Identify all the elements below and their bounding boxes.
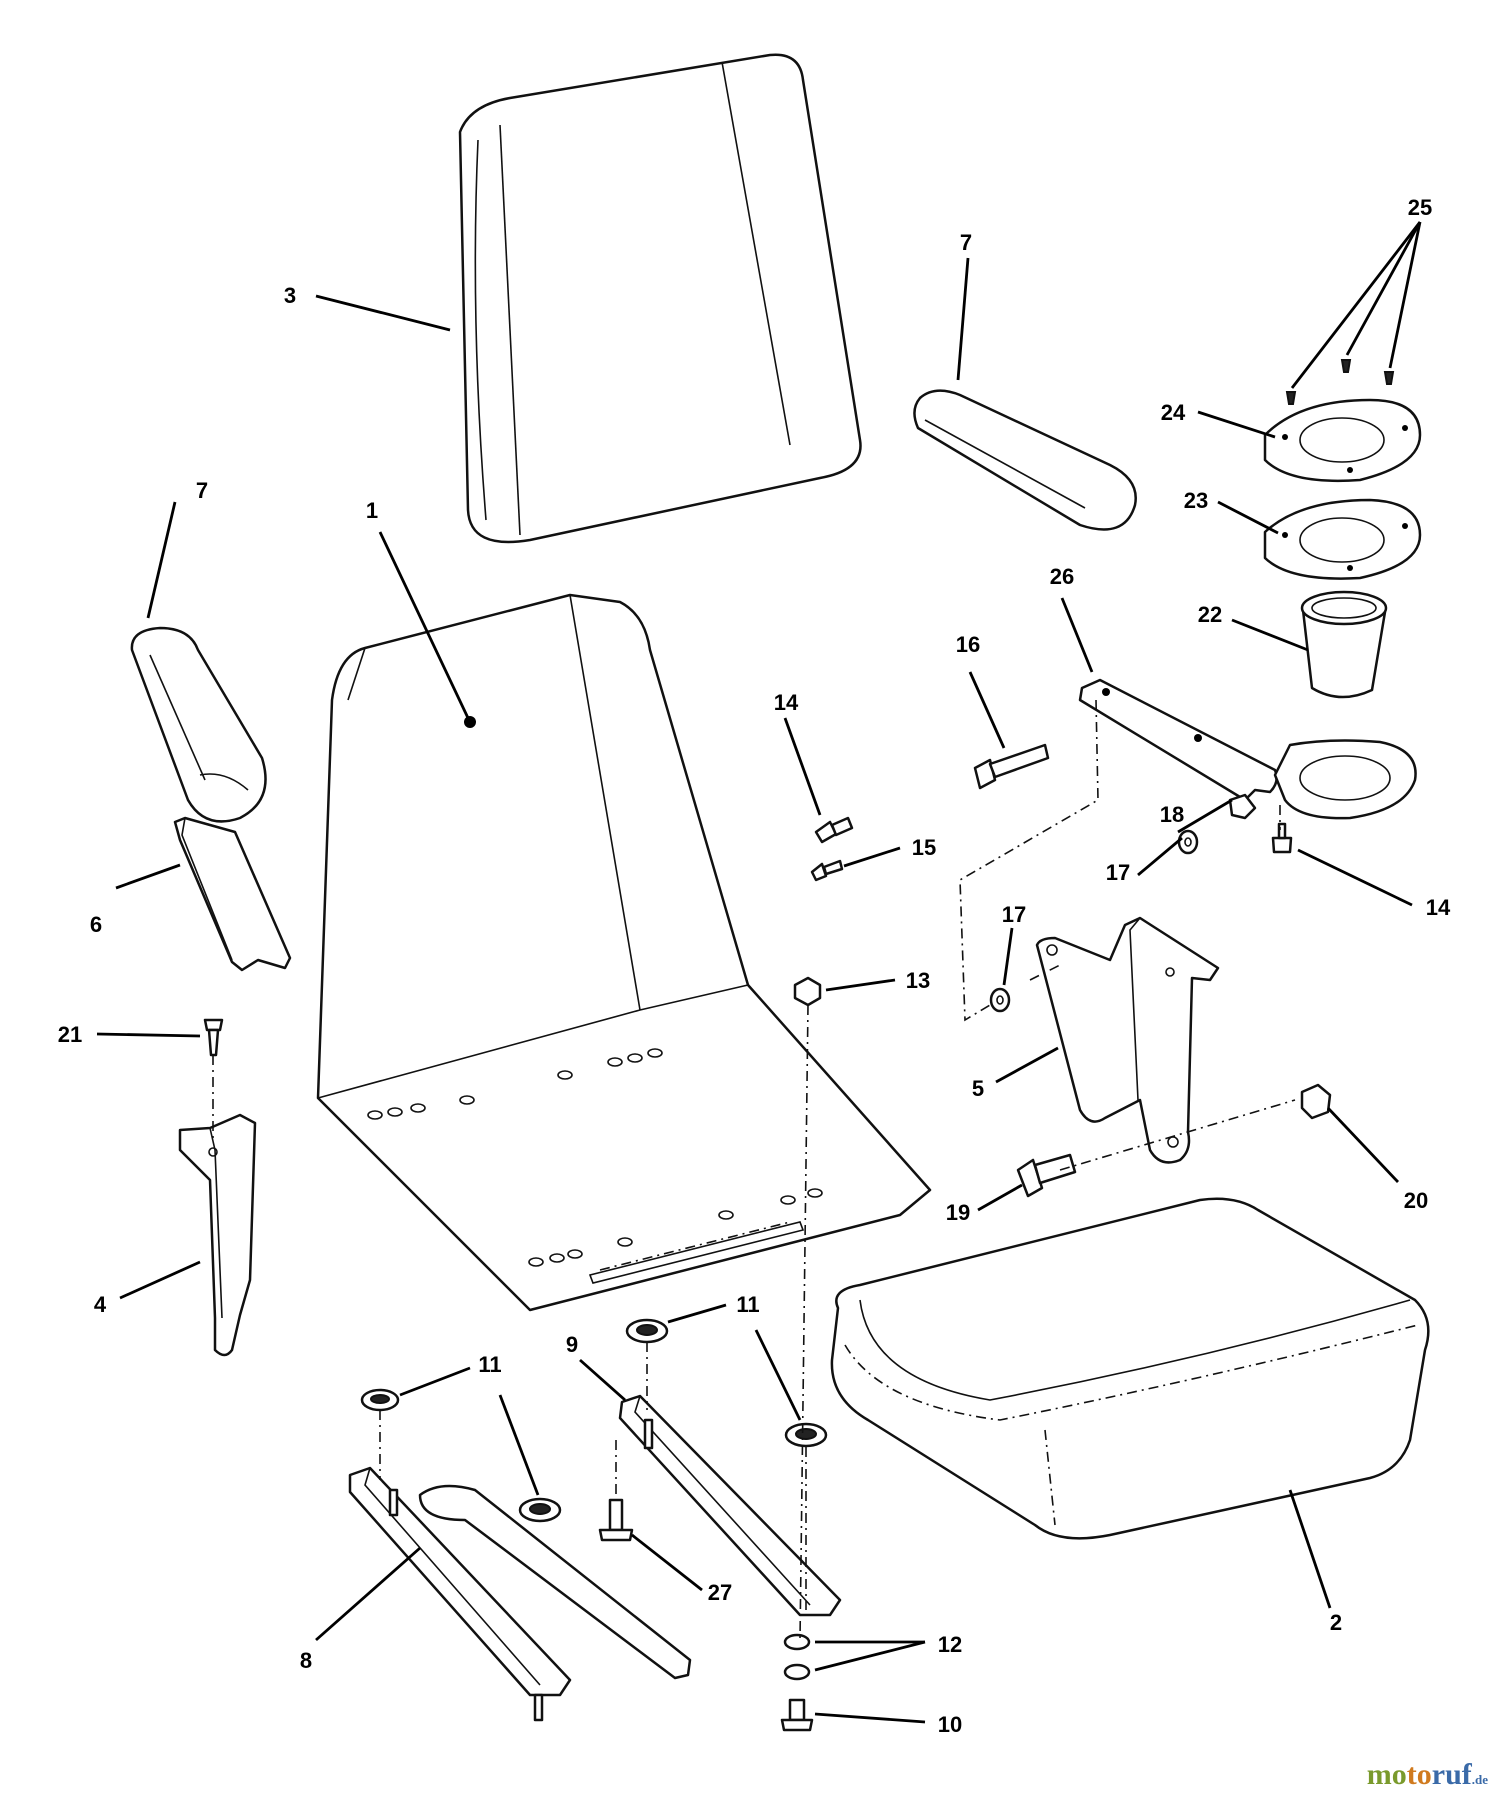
callout-19: 19 (946, 1200, 970, 1225)
callout-7-left: 7 (196, 478, 208, 503)
callout-16: 16 (956, 632, 980, 657)
cup-holder-flange-23 (1263, 498, 1422, 580)
callout-10: 10 (938, 1712, 962, 1737)
leader-lines (96, 221, 1422, 1724)
callout-27: 27 (708, 1580, 732, 1605)
washers-12 (783, 1633, 811, 1681)
callout-11-top: 11 (736, 1292, 759, 1317)
callout-17-right: 17 (1106, 860, 1130, 885)
seat-cushion (830, 1197, 1430, 1540)
callout-9: 9 (566, 1332, 578, 1357)
armrest-pad-right (913, 389, 1137, 531)
bolt-27 (598, 1498, 634, 1542)
nut-20 (1300, 1083, 1332, 1120)
slide-rail-9 (618, 1394, 842, 1617)
callout-24: 24 (1161, 400, 1186, 425)
callout-3: 3 (284, 283, 296, 308)
callout-13: 13 (906, 968, 930, 993)
nut-18 (1228, 793, 1257, 820)
callout-14-top: 14 (774, 690, 799, 715)
bolt-19 (1016, 1153, 1077, 1198)
callout-25: 25 (1408, 195, 1432, 220)
callout-4: 4 (94, 1292, 107, 1317)
armrest-pad-left (130, 626, 267, 823)
bolt-14-right (1271, 822, 1293, 854)
seat-pan-holes (367, 1048, 823, 1284)
callout-1: 1 (366, 498, 378, 523)
seat-bracket-5 (1035, 916, 1220, 1164)
callout-14-right: 14 (1426, 895, 1451, 920)
slide-rail-8 (348, 1466, 692, 1722)
callout-5: 5 (972, 1076, 984, 1101)
washer-11-middle (518, 1497, 562, 1523)
screws-25 (1285, 359, 1395, 405)
callout-15: 15 (912, 835, 936, 860)
callout-6: 6 (90, 912, 102, 937)
cup-holder-22 (1300, 590, 1388, 699)
callout-7-right: 7 (960, 230, 972, 255)
screw-21 (203, 1018, 224, 1057)
callout-22: 22 (1198, 602, 1222, 627)
callouts: 3 7 7 25 24 23 22 26 1 16 14 15 18 17 17… (58, 195, 1451, 1737)
callout-20: 20 (1404, 1188, 1428, 1213)
bracket-4 (178, 1113, 257, 1357)
callout-17-left: 17 (1002, 902, 1026, 927)
backrest-cushion (458, 53, 862, 544)
callout-2: 2 (1330, 1610, 1342, 1635)
seat-pan (316, 593, 932, 1312)
callout-8: 8 (300, 1648, 312, 1673)
washer-17-right (1177, 829, 1199, 855)
callout-12: 12 (938, 1632, 962, 1657)
washer-11-right (784, 1422, 828, 1448)
bolt-14-top (814, 816, 854, 844)
cup-holder-bracket (1078, 678, 1417, 820)
washer-11-top (625, 1318, 669, 1344)
callout-21: 21 (58, 1022, 82, 1047)
cup-holder-flange-24 (1263, 398, 1422, 483)
motoruf-watermark: motoruf.de (1366, 1758, 1488, 1791)
bolt-10 (780, 1698, 814, 1732)
bolt-16 (973, 743, 1050, 790)
washer-11-left (360, 1388, 400, 1412)
callout-26: 26 (1050, 564, 1074, 589)
assembly-centerlines (212, 699, 1296, 1641)
callout-11-left: 11 (478, 1352, 501, 1377)
bracket-6 (173, 816, 292, 972)
washer-17-left (989, 987, 1011, 1013)
nut-13 (793, 976, 822, 1007)
screw-15 (810, 859, 844, 882)
callout-23: 23 (1184, 488, 1208, 513)
callout-18: 18 (1160, 802, 1184, 827)
